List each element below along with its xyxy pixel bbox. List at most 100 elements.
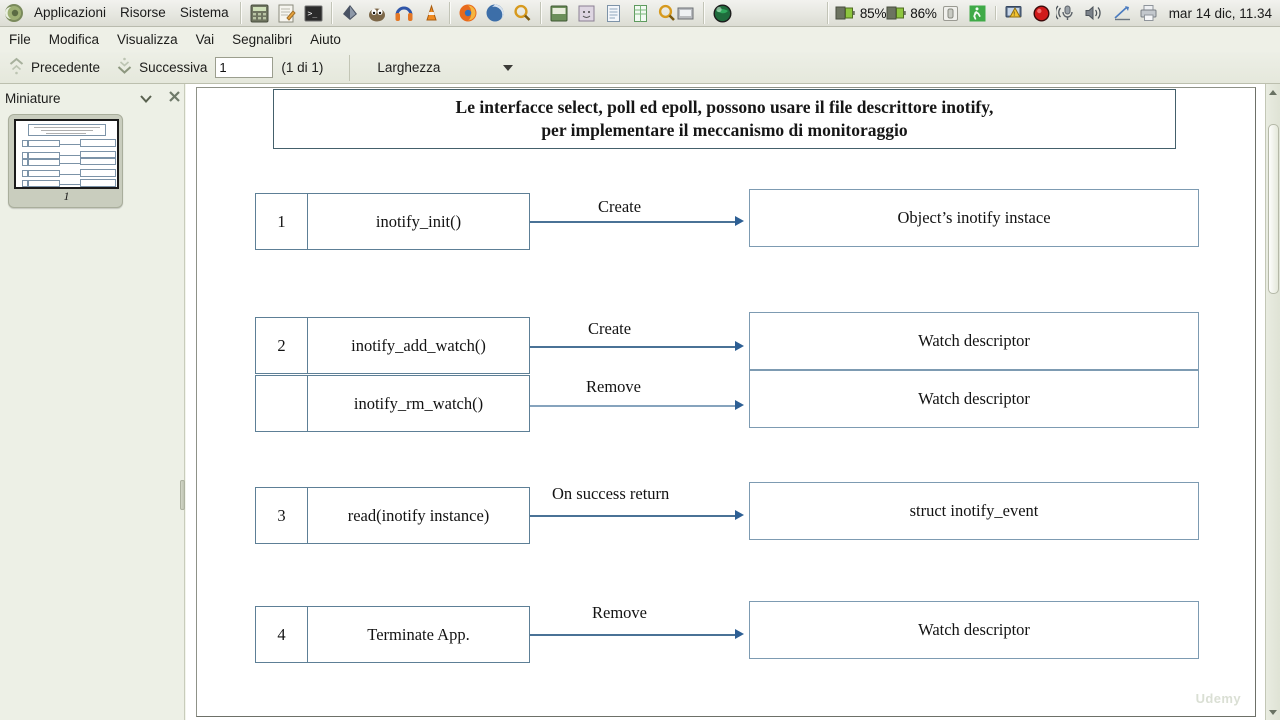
sidebar-dropdown-caret-icon[interactable]	[140, 91, 152, 106]
vertical-scrollbar[interactable]	[1265, 84, 1280, 720]
page-number-input[interactable]	[215, 57, 274, 78]
panel-separator	[994, 6, 997, 20]
panel-menu-sistema[interactable]: Sistema	[179, 5, 229, 20]
dictionary-icon[interactable]	[547, 1, 572, 25]
gnome-foot-logo-icon[interactable]	[1, 1, 26, 25]
search-icon[interactable]	[510, 1, 535, 25]
sidebar-splitter-handle[interactable]	[180, 480, 185, 510]
chevron-up-icon	[8, 57, 25, 78]
step-number-3	[256, 376, 308, 431]
battery-1-percent: 85%	[859, 5, 887, 21]
page-count-label: (1 di 1)	[281, 60, 324, 75]
thumbnail-page-number: 1	[63, 189, 70, 203]
display-warning-icon[interactable]: !	[1002, 1, 1027, 25]
zoom-level-dropdown[interactable]: Larghezza	[370, 55, 520, 81]
result-box-3: Watch descriptor	[749, 370, 1199, 428]
menu-visualizza[interactable]: Visualizza	[117, 31, 178, 47]
step-number-1: 1	[256, 194, 308, 249]
panel-separator	[826, 2, 829, 24]
terminal-icon[interactable]: >_	[301, 1, 326, 25]
step-number-2: 2	[256, 318, 308, 373]
function-name-4: read(inotify instance)	[347, 505, 490, 525]
sidebar-header: Miniature	[0, 84, 184, 112]
function-box-3: inotify_rm_watch()	[255, 375, 530, 432]
scrollbar-thumb[interactable]	[1268, 124, 1279, 294]
printer-icon[interactable]	[1137, 1, 1162, 25]
battery-1-icon[interactable]	[834, 1, 859, 25]
usb-device-icon[interactable]	[938, 1, 963, 25]
udemy-watermark: Udemy	[1195, 691, 1241, 706]
scroll-down-icon[interactable]	[1266, 705, 1280, 719]
result-label-3: Watch descriptor	[918, 389, 1030, 408]
slide-page: Le interfacce select, poll ed epoll, pos…	[196, 87, 1256, 717]
panel-clock[interactable]: mar 14 dic, 11.34	[1168, 5, 1272, 21]
arrow-3: Remove	[530, 375, 750, 432]
volume-icon[interactable]	[1083, 1, 1108, 25]
audacity-icon[interactable]	[392, 1, 417, 25]
panel-separator	[448, 2, 451, 24]
arrow-label-4: On success return	[552, 484, 670, 503]
function-box-2: 2 inotify_add_watch()	[255, 317, 530, 374]
arrow-label-3: Remove	[586, 377, 641, 396]
next-page-button[interactable]: Successiva	[108, 54, 215, 82]
record-icon[interactable]	[1029, 1, 1054, 25]
thumbnail-item-1[interactable]: 1	[8, 114, 123, 208]
menu-vai[interactable]: Vai	[195, 31, 215, 47]
panel-separator	[539, 2, 542, 24]
text-editor-icon[interactable]	[274, 1, 299, 25]
arrow-label-1: Create	[598, 197, 642, 216]
result-box-1: Object’s inotify instace	[749, 189, 1199, 247]
gimp-icon[interactable]	[365, 1, 390, 25]
document-view[interactable]: Le interfacce select, poll ed epoll, pos…	[186, 84, 1265, 720]
arrow-label-5: Remove	[592, 603, 647, 622]
firefox-icon[interactable]	[456, 1, 481, 25]
panel-separator	[330, 2, 333, 24]
function-name-1: inotify_init()	[375, 211, 462, 231]
presentation-icon[interactable]	[574, 1, 599, 25]
function-box-4: 3 read(inotify instance)	[255, 487, 530, 544]
arrow-5: Remove	[530, 603, 750, 663]
screenshot-icon[interactable]	[673, 1, 698, 25]
toolbar-separator	[349, 54, 351, 81]
thumbnails-sidebar: Miniature	[0, 84, 185, 720]
logout-icon[interactable]	[965, 1, 990, 25]
menu-modifica[interactable]: Modifica	[48, 31, 100, 47]
panel-separator	[702, 2, 705, 24]
network-icon[interactable]	[1110, 1, 1135, 25]
panel-separator	[239, 2, 242, 24]
function-box-1: 1 inotify_init()	[255, 193, 530, 250]
result-label-4: struct inotify_event	[909, 501, 1039, 520]
scroll-up-icon[interactable]	[1266, 85, 1280, 99]
menu-file[interactable]: File	[9, 31, 31, 47]
zoom-level-label: Larghezza	[377, 60, 441, 75]
function-name-5: Terminate App.	[367, 624, 470, 644]
spreadsheet-icon[interactable]	[628, 1, 653, 25]
calculator-icon[interactable]	[247, 1, 272, 25]
slide-title-box: Le interfacce select, poll ed epoll, pos…	[273, 89, 1176, 149]
arrow-2: Create	[530, 317, 750, 374]
magnifier-icon[interactable]	[655, 1, 680, 25]
menu-aiuto[interactable]: Aiuto	[310, 31, 341, 47]
arrow-label-2: Create	[588, 319, 632, 338]
menu-bar: File Modifica Visualizza Vai Segnalibri …	[0, 27, 1280, 52]
chevron-down-icon	[503, 64, 514, 71]
step-number-5: 4	[256, 607, 308, 662]
browser-icon[interactable]	[483, 1, 508, 25]
document-icon[interactable]	[601, 1, 626, 25]
menu-segnalibri[interactable]: Segnalibri	[232, 31, 293, 47]
vlc-icon[interactable]	[419, 1, 444, 25]
microphone-icon[interactable]	[1056, 1, 1081, 25]
panel-menu-applicazioni[interactable]: Applicazioni	[34, 5, 107, 20]
inkscape-icon[interactable]	[338, 1, 363, 25]
svg-text:!: !	[1013, 11, 1015, 18]
thumbnail-page-preview	[14, 119, 119, 189]
gnome-top-panel: Applicazioni Risorse Sistema >_	[0, 0, 1280, 27]
panel-menu-risorse[interactable]: Risorse	[120, 5, 166, 20]
battery-2-icon[interactable]	[884, 1, 909, 25]
result-label-5: Watch descriptor	[918, 620, 1030, 639]
previous-page-button[interactable]: Precedente	[0, 54, 108, 82]
result-label-1: Object’s inotify instace	[897, 208, 1051, 227]
globe-icon[interactable]	[710, 1, 735, 25]
sidebar-close-icon[interactable]	[164, 90, 184, 107]
arrow-1: Create	[530, 193, 750, 250]
